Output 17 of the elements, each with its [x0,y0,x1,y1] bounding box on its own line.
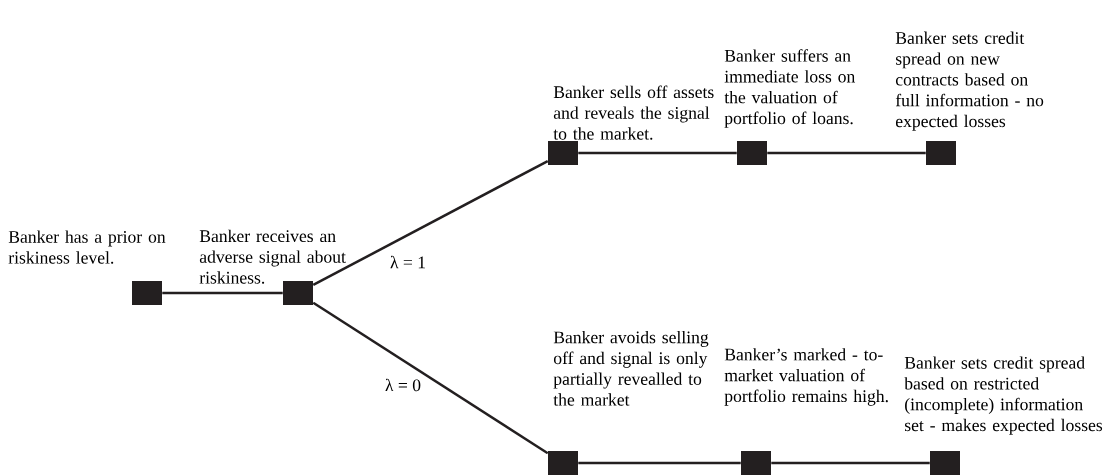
event-text: Banker suffers an immediate loss on the valuation of portfolio of loans. [724,49,855,128]
event-text: Banker sets credit spread on new contracts based on full information - no expected losses [895,31,1044,131]
connector-line [578,151,737,155]
event-text: Banker receives an adverse signal about riskiness. [199,229,346,284]
connector-line [312,301,549,455]
event-text: Banker sells off assets and reveals the signal to the market. [553,85,714,140]
event-text: Banker has a prior on riskiness level. [8,230,166,264]
connector-line [767,151,926,155]
connector-line [771,461,930,465]
connector-line [578,461,741,465]
connector-line [312,159,549,287]
event-text: Banker avoids selling off and signal is only partially revealled to the market [553,330,709,406]
edge-label: λ = 1 [388,254,428,270]
event-text: Banker sets credit spread based on restricted (incomplete) information set - makes expected losses [904,356,1103,435]
edge-label: λ = 0 [383,377,423,393]
event-text: Banker’s marked - to-market valuation of portfolio remains high. [724,348,888,406]
connector-line [162,291,283,295]
